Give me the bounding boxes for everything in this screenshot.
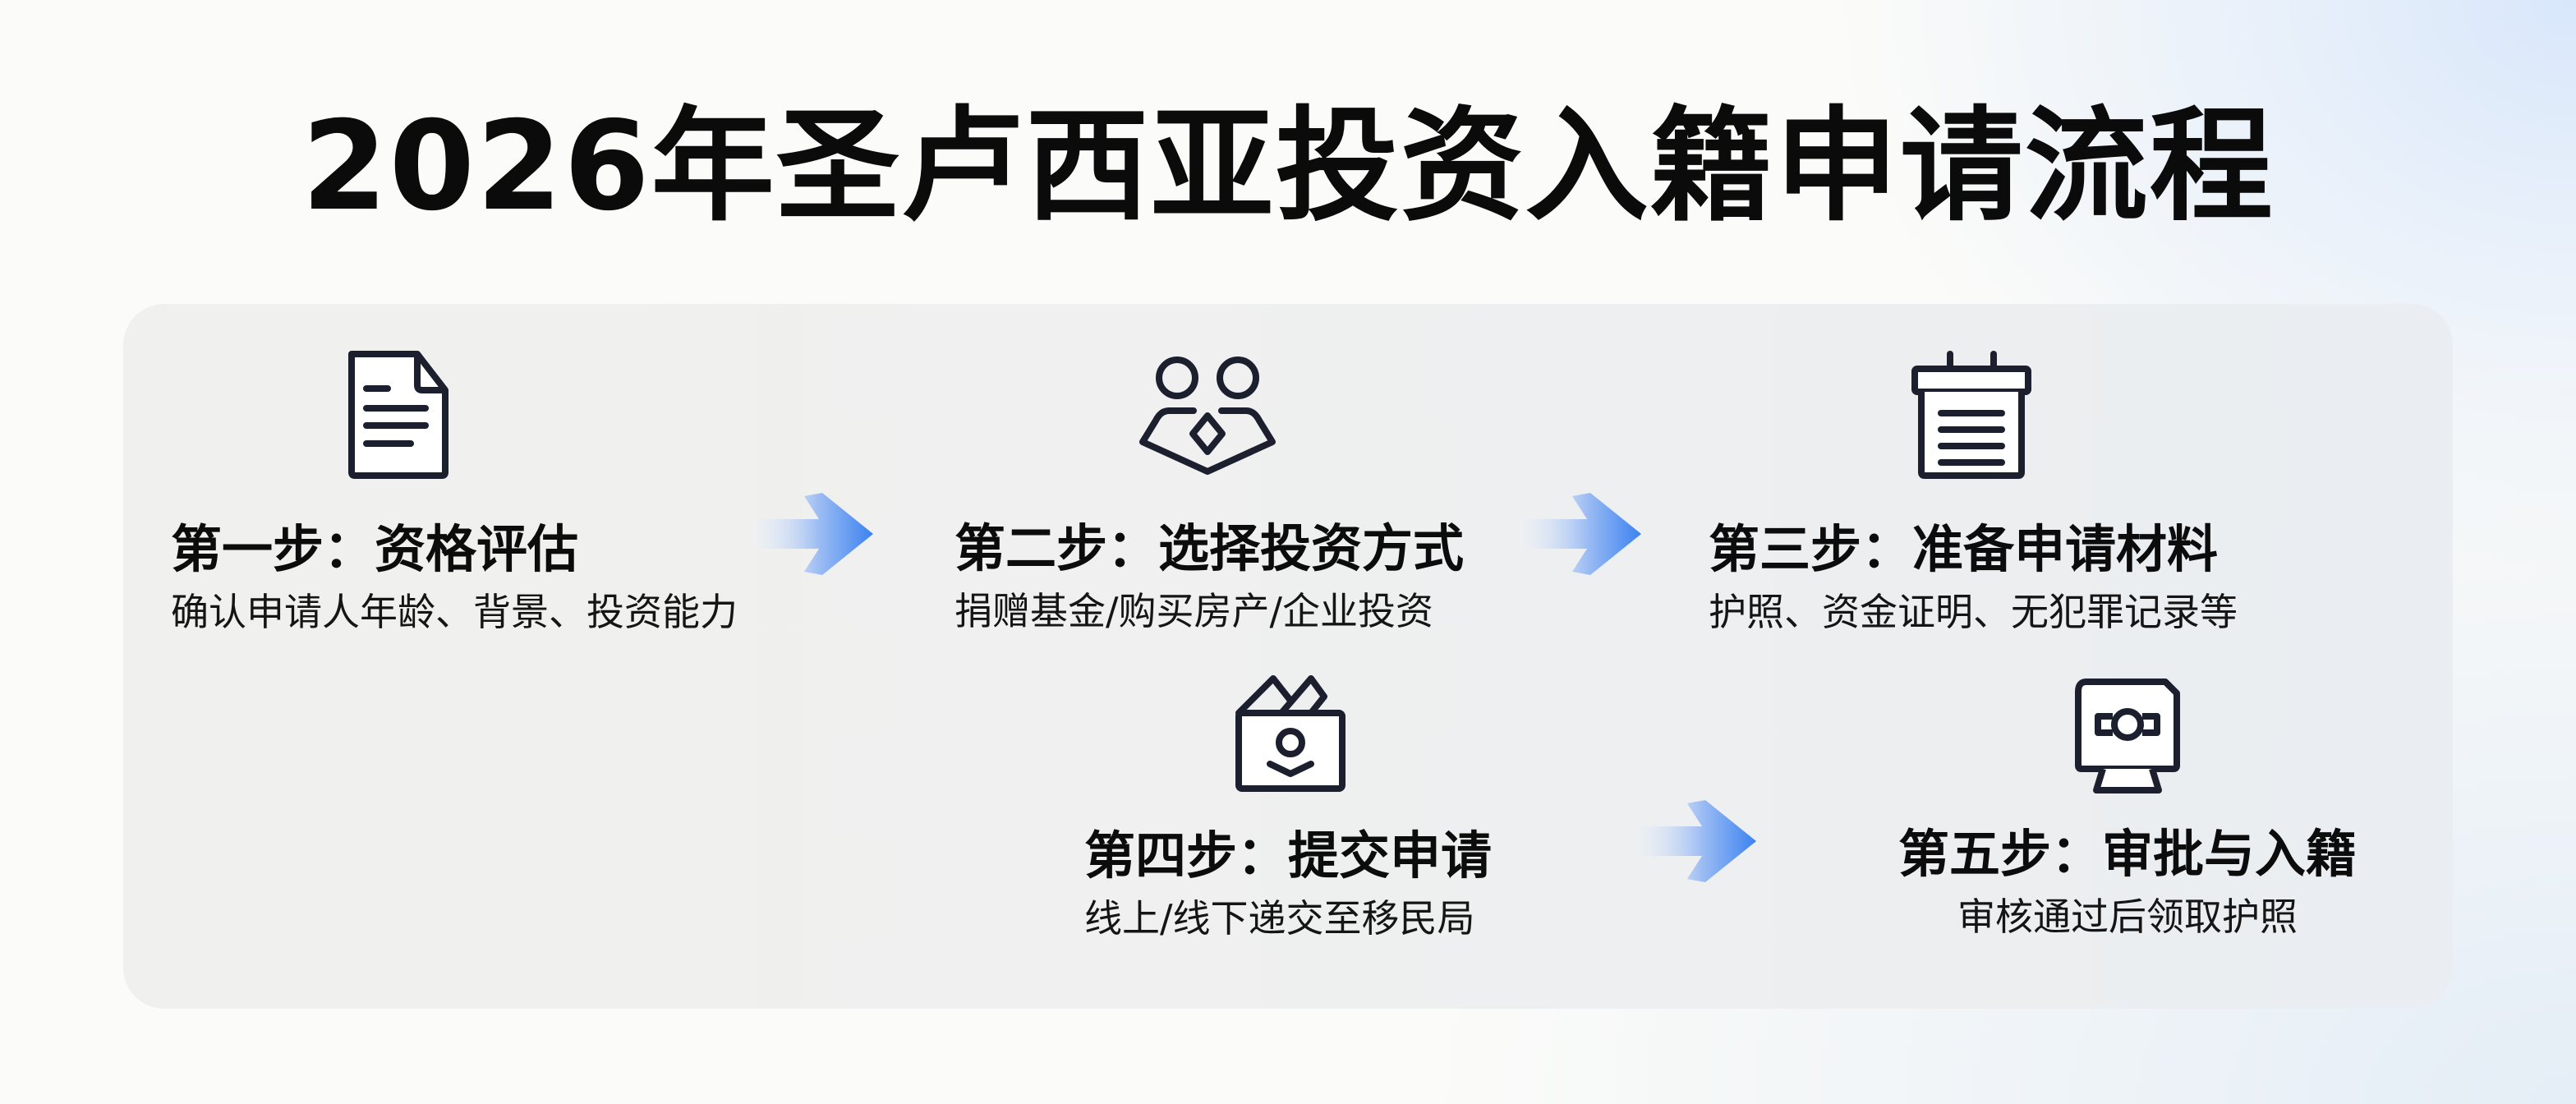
step-title: 第一步：资格评估 — [171, 519, 579, 579]
step-title: 第二步：选择投资方式 — [954, 518, 1465, 578]
step-description: 审核通过后领取护照 — [1957, 895, 2298, 939]
step-title: 第三步：准备申请材料 — [1709, 519, 2219, 579]
notepad-list-icon — [1911, 351, 2031, 479]
monitor-approval-icon — [2075, 678, 2180, 794]
step-description: 确认申请人年龄、背景、投资能力 — [171, 590, 738, 634]
arrow-right-icon — [1635, 800, 1756, 882]
step-3: 第三步：准备申请材料 护照、资金证明、无犯罪记录等 — [1676, 349, 2267, 637]
step-2: 第二步：选择投资方式 捐赠基金/购买房产/企业投资 — [904, 355, 1511, 636]
step-5: 第五步：审批与入籍 审核通过后领取护照 — [1865, 675, 2390, 941]
submission-box-icon — [1235, 675, 1346, 792]
step-description: 护照、资金证明、无犯罪记录等 — [1709, 590, 2238, 634]
process-panel — [123, 304, 2453, 1009]
step-description: 捐赠基金/购买房产/企业投资 — [954, 589, 1433, 633]
step-title: 第五步：审批与入籍 — [1898, 824, 2357, 884]
step-title: 第四步：提交申请 — [1084, 826, 1493, 886]
people-diamond-icon — [1139, 356, 1276, 475]
document-icon — [348, 351, 448, 479]
step-1: 第一步：资格评估 确认申请人年龄、背景、投资能力 — [123, 349, 738, 637]
page-title: 2026年圣卢西亚投资入籍申请流程 — [301, 95, 2275, 238]
step-description: 线上/线下递交至移民局 — [1084, 896, 1475, 941]
arrow-right-icon — [752, 493, 873, 575]
arrow-right-icon — [1520, 493, 1641, 575]
step-4: 第四步：提交申请 线上/线下递交至移民局 — [1035, 672, 1544, 943]
